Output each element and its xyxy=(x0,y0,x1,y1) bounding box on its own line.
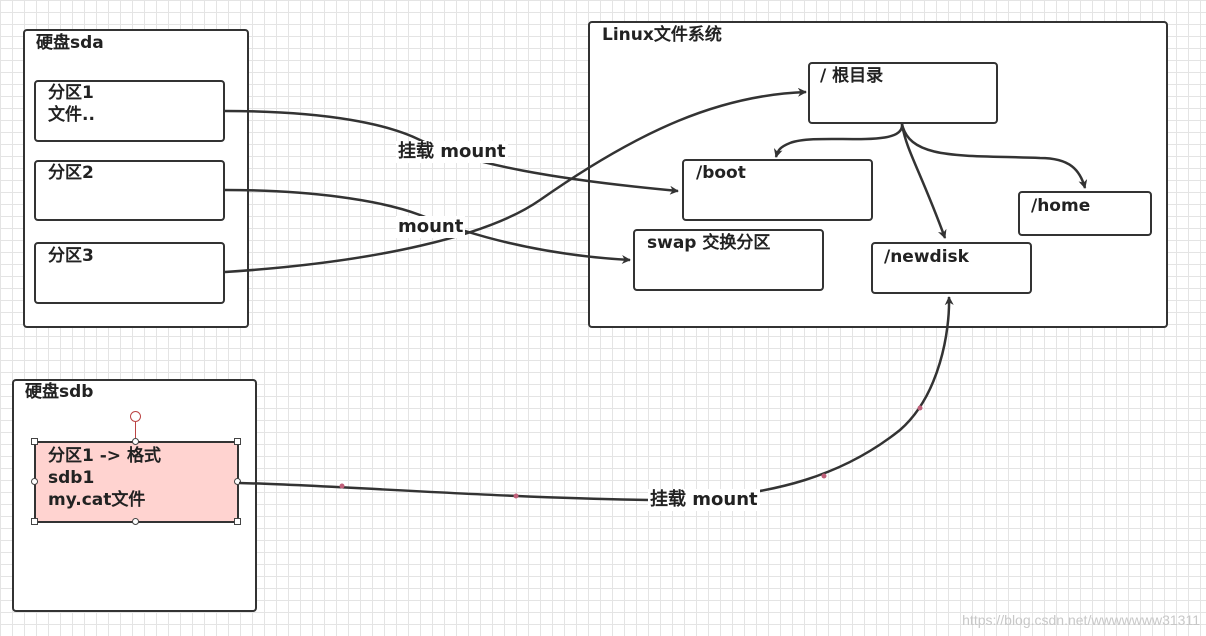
node-newdisk-label: /newdisk xyxy=(884,247,969,267)
node-swap-label: swap 交换分区 xyxy=(647,233,771,253)
group-sda-title: 硬盘sda xyxy=(36,33,104,53)
rotate-handle[interactable] xyxy=(130,411,141,422)
edge-label-mount-2: mount xyxy=(396,216,466,238)
resize-handle-w[interactable] xyxy=(31,478,38,485)
node-sda-partition-3[interactable] xyxy=(34,242,225,304)
waypoint-3 xyxy=(821,473,827,479)
edge-label-mount-1: 挂载 mount xyxy=(396,141,508,163)
node-root-dir-label: / 根目录 xyxy=(820,66,884,86)
edge-label-mount-3: 挂载 mount xyxy=(648,489,760,511)
watermark: https://blog.csdn.net/wwwwwww31311 xyxy=(962,612,1200,628)
node-boot-label: /boot xyxy=(696,163,746,183)
resize-handle-sw[interactable] xyxy=(31,518,38,525)
waypoint-4 xyxy=(917,405,923,411)
node-sda-partition-3-label: 分区3 xyxy=(48,246,94,266)
resize-handle-se[interactable] xyxy=(234,518,241,525)
node-newdisk[interactable] xyxy=(871,242,1032,294)
node-sda-partition-2[interactable] xyxy=(34,160,225,221)
group-sdb-title: 硬盘sdb xyxy=(25,382,94,402)
node-sdb-partition-1[interactable] xyxy=(34,441,239,523)
resize-handle-e[interactable] xyxy=(234,478,241,485)
resize-handle-n[interactable] xyxy=(132,438,139,445)
waypoint-1 xyxy=(339,483,345,489)
resize-handle-ne[interactable] xyxy=(234,438,241,445)
node-sda-partition-2-label: 分区2 xyxy=(48,163,94,183)
group-linux-fs-title: Linux文件系统 xyxy=(602,25,722,45)
waypoint-2 xyxy=(513,493,519,499)
node-sda-partition-1-label: 分区1 文件.. xyxy=(48,83,95,125)
resize-handle-nw[interactable] xyxy=(31,438,38,445)
node-sdb-partition-1-label: 分区1 -> 格式 sdb1 my.cat文件 xyxy=(48,446,161,510)
node-sda-partition-1[interactable] xyxy=(34,80,225,142)
node-home[interactable] xyxy=(1018,191,1152,236)
rotate-handle-stem xyxy=(135,422,136,438)
resize-handle-s[interactable] xyxy=(132,518,139,525)
node-root-dir[interactable] xyxy=(808,62,998,124)
node-home-label: /home xyxy=(1031,196,1091,216)
